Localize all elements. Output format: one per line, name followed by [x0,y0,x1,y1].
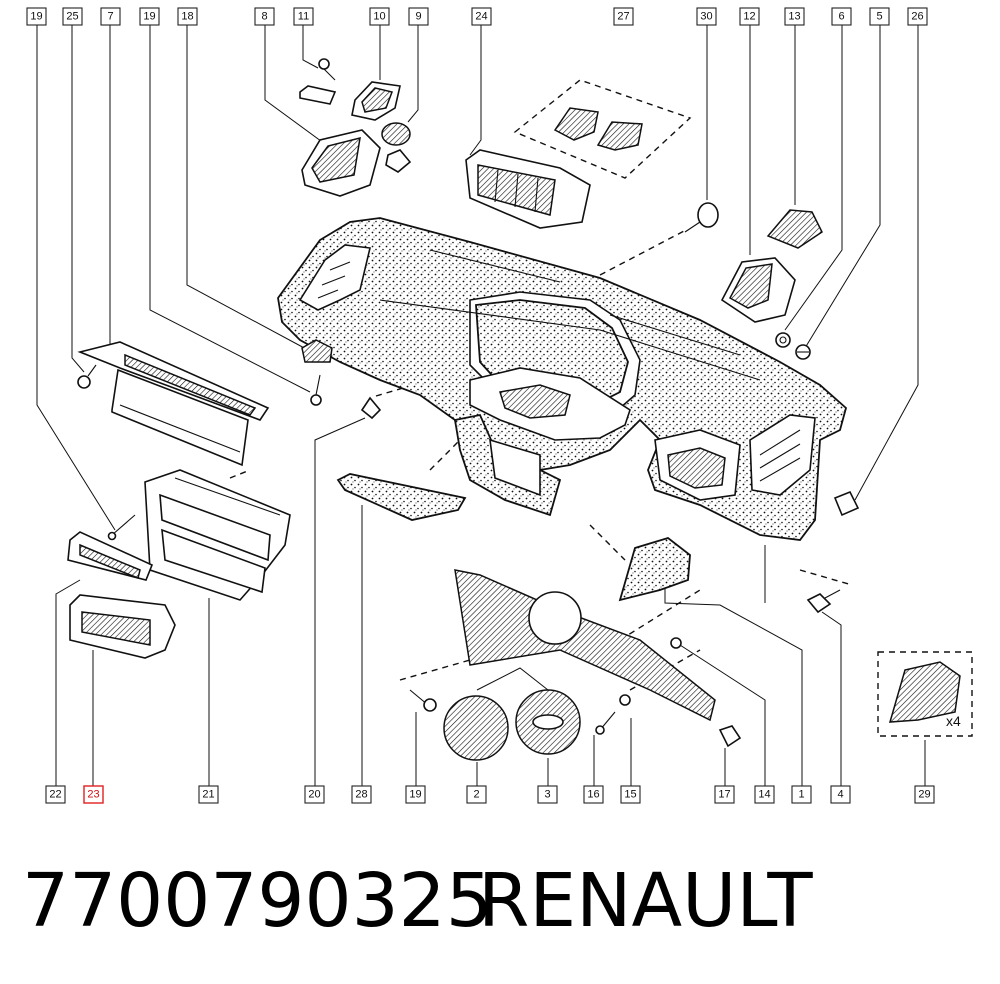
clip-5[interactable] [795,344,811,360]
bracket-kit-29[interactable]: x4 [877,651,973,737]
callout-10[interactable]: 10 [369,7,390,26]
callout-6[interactable]: 6 [831,7,852,26]
callout-22[interactable]: 22 [45,785,66,804]
callout-7[interactable]: 7 [100,7,121,26]
callout-13[interactable]: 13 [784,7,805,26]
trim-panel-28[interactable] [336,473,467,521]
vent-kit-27[interactable] [513,79,692,179]
callout-21[interactable]: 21 [198,785,219,804]
brand-name: RENAULT [478,858,813,944]
clip-26[interactable] [833,490,860,517]
part-number: 7700790325 [22,858,493,944]
callout-8[interactable]: 8 [254,7,275,26]
side-vent-12[interactable] [720,257,796,323]
callout-23-selected[interactable]: 23 [83,785,104,804]
callout-19-top-a[interactable]: 19 [26,7,47,26]
callout-16[interactable]: 16 [583,785,604,804]
callout-26[interactable]: 26 [907,7,928,26]
callout-28[interactable]: 28 [351,785,372,804]
quantity-label: x4 [946,713,961,729]
ashtray-23[interactable] [69,594,176,659]
vent-grille-13[interactable] [766,209,823,249]
callout-3[interactable]: 3 [537,785,558,804]
vent-grille-10[interactable] [351,81,401,121]
callout-17[interactable]: 17 [714,785,735,804]
screw-19-left[interactable] [107,514,136,541]
callout-19-top-b[interactable]: 19 [139,7,160,26]
callout-20[interactable]: 20 [304,785,325,804]
callout-30[interactable]: 30 [696,7,717,26]
knob-9[interactable] [381,122,412,173]
glovebox-assembly[interactable] [409,569,742,761]
switch-panel-22[interactable] [67,531,154,581]
callout-27[interactable]: 27 [613,7,634,26]
callout-9[interactable]: 9 [408,7,429,26]
callout-1[interactable]: 1 [791,785,812,804]
vent-panel-7[interactable] [77,341,270,467]
callout-29[interactable]: 29 [914,785,935,804]
callout-15[interactable]: 15 [620,785,641,804]
clip-20[interactable] [360,396,382,420]
callout-12[interactable]: 12 [739,7,760,26]
bracket-1[interactable] [618,537,691,602]
clip-11[interactable] [299,58,337,105]
callout-24[interactable]: 24 [471,7,492,26]
callout-18[interactable]: 18 [177,7,198,26]
callout-5[interactable]: 5 [869,7,890,26]
dashboard-main-body[interactable] [277,217,848,541]
screw-30[interactable] [684,202,719,233]
callouts-bottom: 22 23 21 20 28 19 2 3 16 15 17 14 1 4 29 [45,785,935,804]
callout-14[interactable]: 14 [754,785,775,804]
vent-assembly-8[interactable] [301,129,381,197]
screw-19-upper[interactable] [310,374,322,406]
screw-25[interactable] [77,364,97,389]
leader-lines [36,25,926,786]
clip-18[interactable] [301,339,333,363]
bolt-4[interactable] [806,589,841,614]
callout-11[interactable]: 11 [293,7,314,26]
callouts-top: 19 25 7 19 18 8 11 10 9 24 27 30 12 13 6… [26,7,928,26]
console-bezel-21[interactable] [144,469,291,601]
callout-2[interactable]: 2 [466,785,487,804]
center-vent-24[interactable] [465,149,591,229]
callout-19-bottom[interactable]: 19 [405,785,426,804]
callout-25[interactable]: 25 [62,7,83,26]
nut-6[interactable] [775,332,791,348]
callout-4[interactable]: 4 [830,785,851,804]
